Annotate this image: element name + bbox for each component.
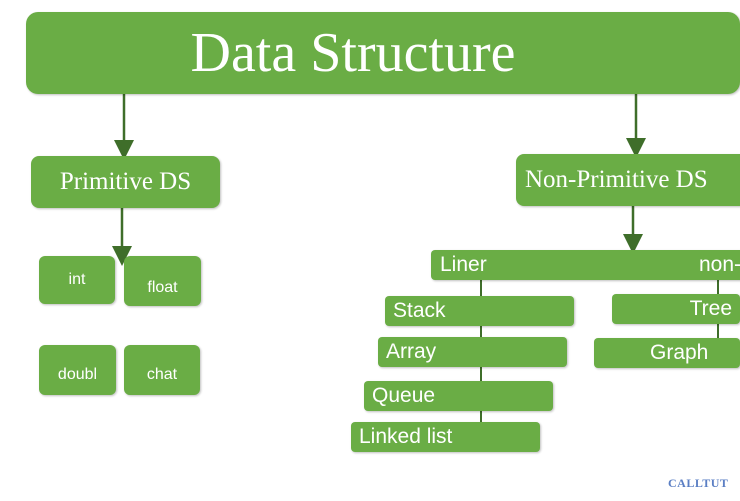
leaf-chat: chat bbox=[124, 345, 200, 395]
liner-item-stack-label: Stack bbox=[393, 299, 446, 322]
non-liner-label: non- bbox=[698, 253, 740, 276]
leaf-int-label: int bbox=[68, 271, 86, 288]
liner-item-linked-list-label: Linked list bbox=[359, 425, 453, 448]
root-label: Data Structure bbox=[190, 22, 516, 84]
nonliner-item-tree: Tree bbox=[612, 294, 740, 324]
leaf-float: float bbox=[124, 256, 201, 306]
primitive-ds-label: Primitive DS bbox=[59, 168, 192, 195]
nonliner-item-graph-label: Graph bbox=[650, 341, 709, 364]
watermark: CALLTUT bbox=[668, 476, 729, 490]
liner-label: Liner bbox=[440, 253, 487, 276]
liner-item-queue: Queue bbox=[364, 381, 553, 411]
leaf-int: int bbox=[39, 256, 115, 304]
non-primitive-ds-node: Non-Primitive DS bbox=[516, 154, 740, 206]
liner-item-array: Array bbox=[378, 337, 567, 367]
liner-item-queue-label: Queue bbox=[372, 384, 436, 407]
liner-item-stack: Stack bbox=[385, 296, 574, 326]
leaf-chat-label: chat bbox=[146, 366, 178, 383]
non-primitive-ds-label: Non-Primitive DS bbox=[525, 166, 708, 193]
liner-bar: Liner non- bbox=[431, 250, 740, 280]
leaf-doubl-label: doubl bbox=[57, 366, 98, 383]
leaf-doubl: doubl bbox=[39, 345, 116, 395]
liner-item-array-label: Array bbox=[386, 340, 437, 363]
leaf-float-label: float bbox=[147, 279, 178, 296]
root-node: Data Structure bbox=[26, 12, 740, 94]
nonliner-item-tree-label: Tree bbox=[689, 297, 732, 320]
primitive-ds-node: Primitive DS bbox=[31, 156, 220, 208]
nonliner-item-graph: Graph bbox=[594, 338, 740, 368]
liner-item-linked-list: Linked list bbox=[351, 422, 540, 452]
